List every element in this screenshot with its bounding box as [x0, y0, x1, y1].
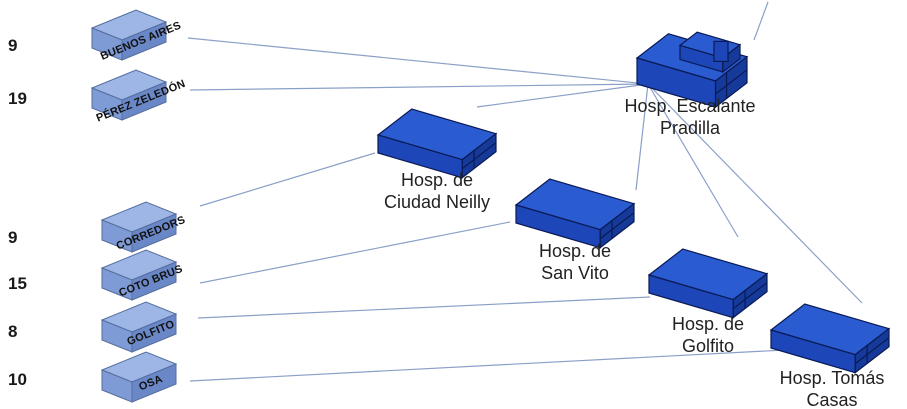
connector-line-escalante-up	[753, 1, 769, 41]
hospital-building-golfito	[647, 248, 769, 319]
connector-lines	[187, 1, 863, 382]
hospital-label-line: Hosp. Escalante	[624, 96, 755, 116]
count-golfito: 8	[8, 322, 17, 341]
connector-line-buenos-aires-to-escalante-pradilla	[187, 37, 649, 85]
hospital-building-san-vito	[514, 178, 636, 249]
hospital-label-line: San Vito	[541, 263, 609, 283]
connector-line-ciudad-neilly-to-escalante-pradilla	[476, 83, 649, 108]
connector-line-perez-zeledon-to-escalante-pradilla	[189, 83, 649, 91]
hospital-label-line: Hosp. de	[401, 170, 473, 190]
count-corredors: 9	[8, 228, 17, 247]
connector-line-golfito-to-golfito	[197, 296, 651, 319]
connector-line-corredors-to-ciudad-neilly	[199, 152, 376, 207]
count-buenos-aires: 9	[8, 36, 17, 55]
connector-line-tomas-casas-to-escalante-pradilla	[647, 83, 863, 304]
connector-line-coto-brus-to-san-vito	[199, 221, 511, 284]
clinic-box-golfito	[100, 301, 178, 353]
hospital-label-line: Ciudad Neilly	[384, 192, 490, 212]
hospital-label-line: Hosp. Tomás	[780, 368, 885, 388]
connector-line-osa-to-tomas-casas	[189, 349, 786, 382]
nodes-layer	[90, 9, 891, 403]
count-osa: 10	[8, 370, 27, 389]
clinic-box-osa	[100, 351, 178, 403]
clinic-box-buenos-aires	[90, 9, 168, 61]
hospital-building-ciudad-neilly	[376, 108, 498, 179]
hospital-building-escalante-pradilla	[635, 31, 749, 109]
hospital-label-line: Hosp. de	[672, 314, 744, 334]
connector-line-san-vito-to-escalante-pradilla	[635, 83, 649, 191]
clinic-box-coto-brus	[100, 249, 178, 301]
hospital-building-tomas-casas	[769, 303, 891, 374]
clinic-box-perez-zeledon	[90, 69, 168, 121]
hospital-label-line: Casas	[806, 390, 857, 409]
clinic-box-corredors	[100, 201, 178, 253]
hospital-label-line: Golfito	[682, 336, 734, 356]
connector-line-golfito-to-escalante-pradilla	[647, 83, 739, 238]
count-perez-zeledon: 19	[8, 89, 27, 108]
hospital-label-line: Hosp. de	[539, 241, 611, 261]
count-coto-brus: 15	[8, 274, 27, 293]
hospital-label-line: Pradilla	[660, 118, 721, 138]
